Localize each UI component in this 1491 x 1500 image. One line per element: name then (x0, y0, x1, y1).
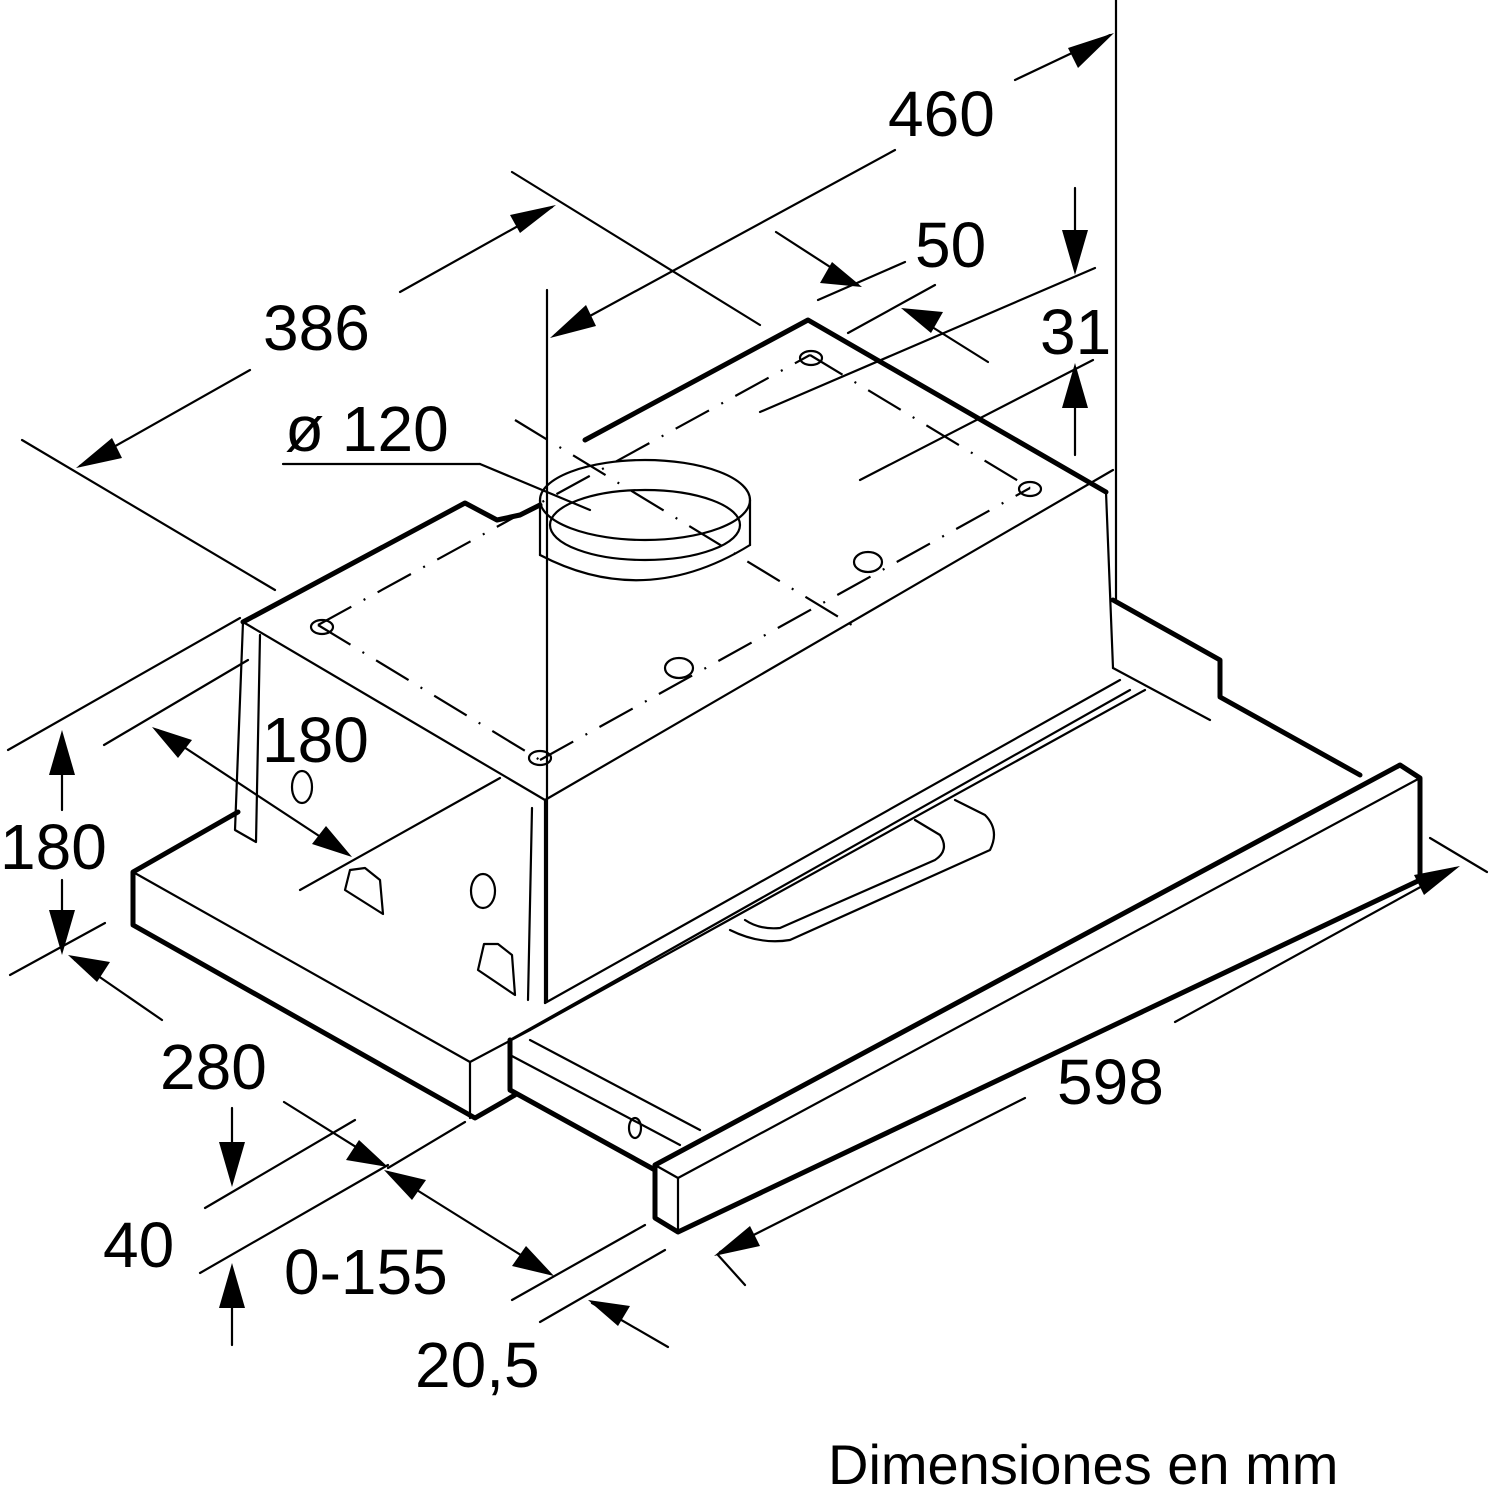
dim-duct-offset: 50 (915, 209, 987, 281)
dim-top-offset: 31 (1040, 296, 1112, 368)
dim-front-depth: 280 (160, 1031, 267, 1103)
dim-total-depth: 460 (888, 78, 995, 150)
units-caption: Dimensiones en mm (828, 1433, 1339, 1496)
telescopic-drawer (507, 688, 1423, 1235)
dim-front-lip: 20,5 (415, 1329, 540, 1401)
dim-extension-range: 0-155 (284, 1236, 448, 1308)
dim-width: 598 (1057, 1046, 1164, 1118)
dim-duct-diameter: ø 120 (285, 393, 449, 465)
duct-collar (538, 458, 752, 582)
motor-housing (233, 317, 1122, 1005)
dim-panel-height: 40 (103, 1209, 175, 1281)
dim-total-height: 180 (0, 811, 107, 883)
dimension-lines (6, 0, 1489, 1349)
dim-body-depth: 386 (263, 292, 370, 364)
dim-inner-height: 180 (262, 704, 369, 776)
lower-frame (130, 597, 1363, 1121)
